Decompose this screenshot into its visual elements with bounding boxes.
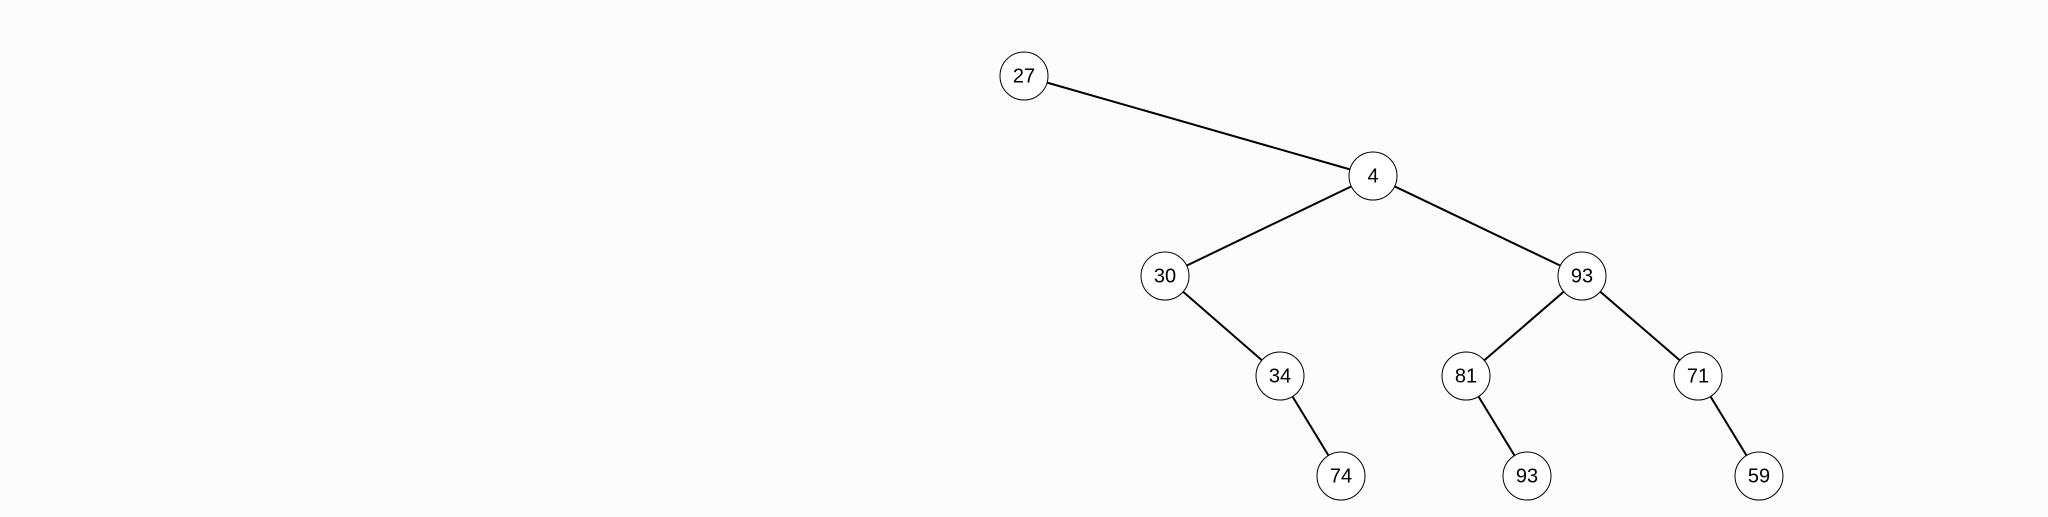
- tree-node: 93: [1502, 451, 1552, 501]
- tree-node: 71: [1673, 351, 1723, 401]
- node-circle: [1441, 351, 1491, 401]
- tree-edge: [1182, 290, 1263, 362]
- tree-node: 27: [999, 51, 1049, 101]
- tree-node: 30: [1140, 251, 1190, 301]
- node-label: 34: [1269, 365, 1291, 387]
- tree-node: 34: [1255, 351, 1305, 401]
- tree-edges: [1046, 81, 1748, 457]
- node-label: 71: [1687, 365, 1709, 387]
- tree-nodes: 27 4 30 93 34 81: [999, 51, 1784, 501]
- node-circle: [999, 51, 1049, 101]
- tree-edge: [1394, 185, 1561, 267]
- node-circle: [1557, 251, 1607, 301]
- node-label: 93: [1571, 265, 1593, 287]
- tree-edge: [1046, 81, 1351, 171]
- tree-edge: [1483, 290, 1565, 362]
- node-circle: [1140, 251, 1190, 301]
- tree-edge: [1291, 395, 1330, 457]
- node-circle: [1734, 451, 1784, 501]
- node-label: 81: [1455, 365, 1477, 387]
- node-circle: [1316, 451, 1366, 501]
- node-label: 27: [1013, 65, 1035, 87]
- node-label: 93: [1516, 465, 1538, 487]
- node-circle: [1673, 351, 1723, 401]
- tree-node: 59: [1734, 451, 1784, 501]
- tree-edge: [1186, 185, 1352, 267]
- node-label: 4: [1367, 165, 1378, 187]
- node-circle: [1255, 351, 1305, 401]
- tree-node: 81: [1441, 351, 1491, 401]
- node-label: 74: [1330, 465, 1352, 487]
- node-circle: [1502, 451, 1552, 501]
- node-label: 30: [1154, 265, 1176, 287]
- tree-node: 74: [1316, 451, 1366, 501]
- tree-edge: [1709, 395, 1748, 457]
- node-circle: [1348, 151, 1398, 201]
- tree-edge: [1599, 290, 1681, 362]
- tree-edge: [1477, 395, 1516, 457]
- tree-node: 4: [1348, 151, 1398, 201]
- node-label: 59: [1748, 465, 1770, 487]
- tree-node: 93: [1557, 251, 1607, 301]
